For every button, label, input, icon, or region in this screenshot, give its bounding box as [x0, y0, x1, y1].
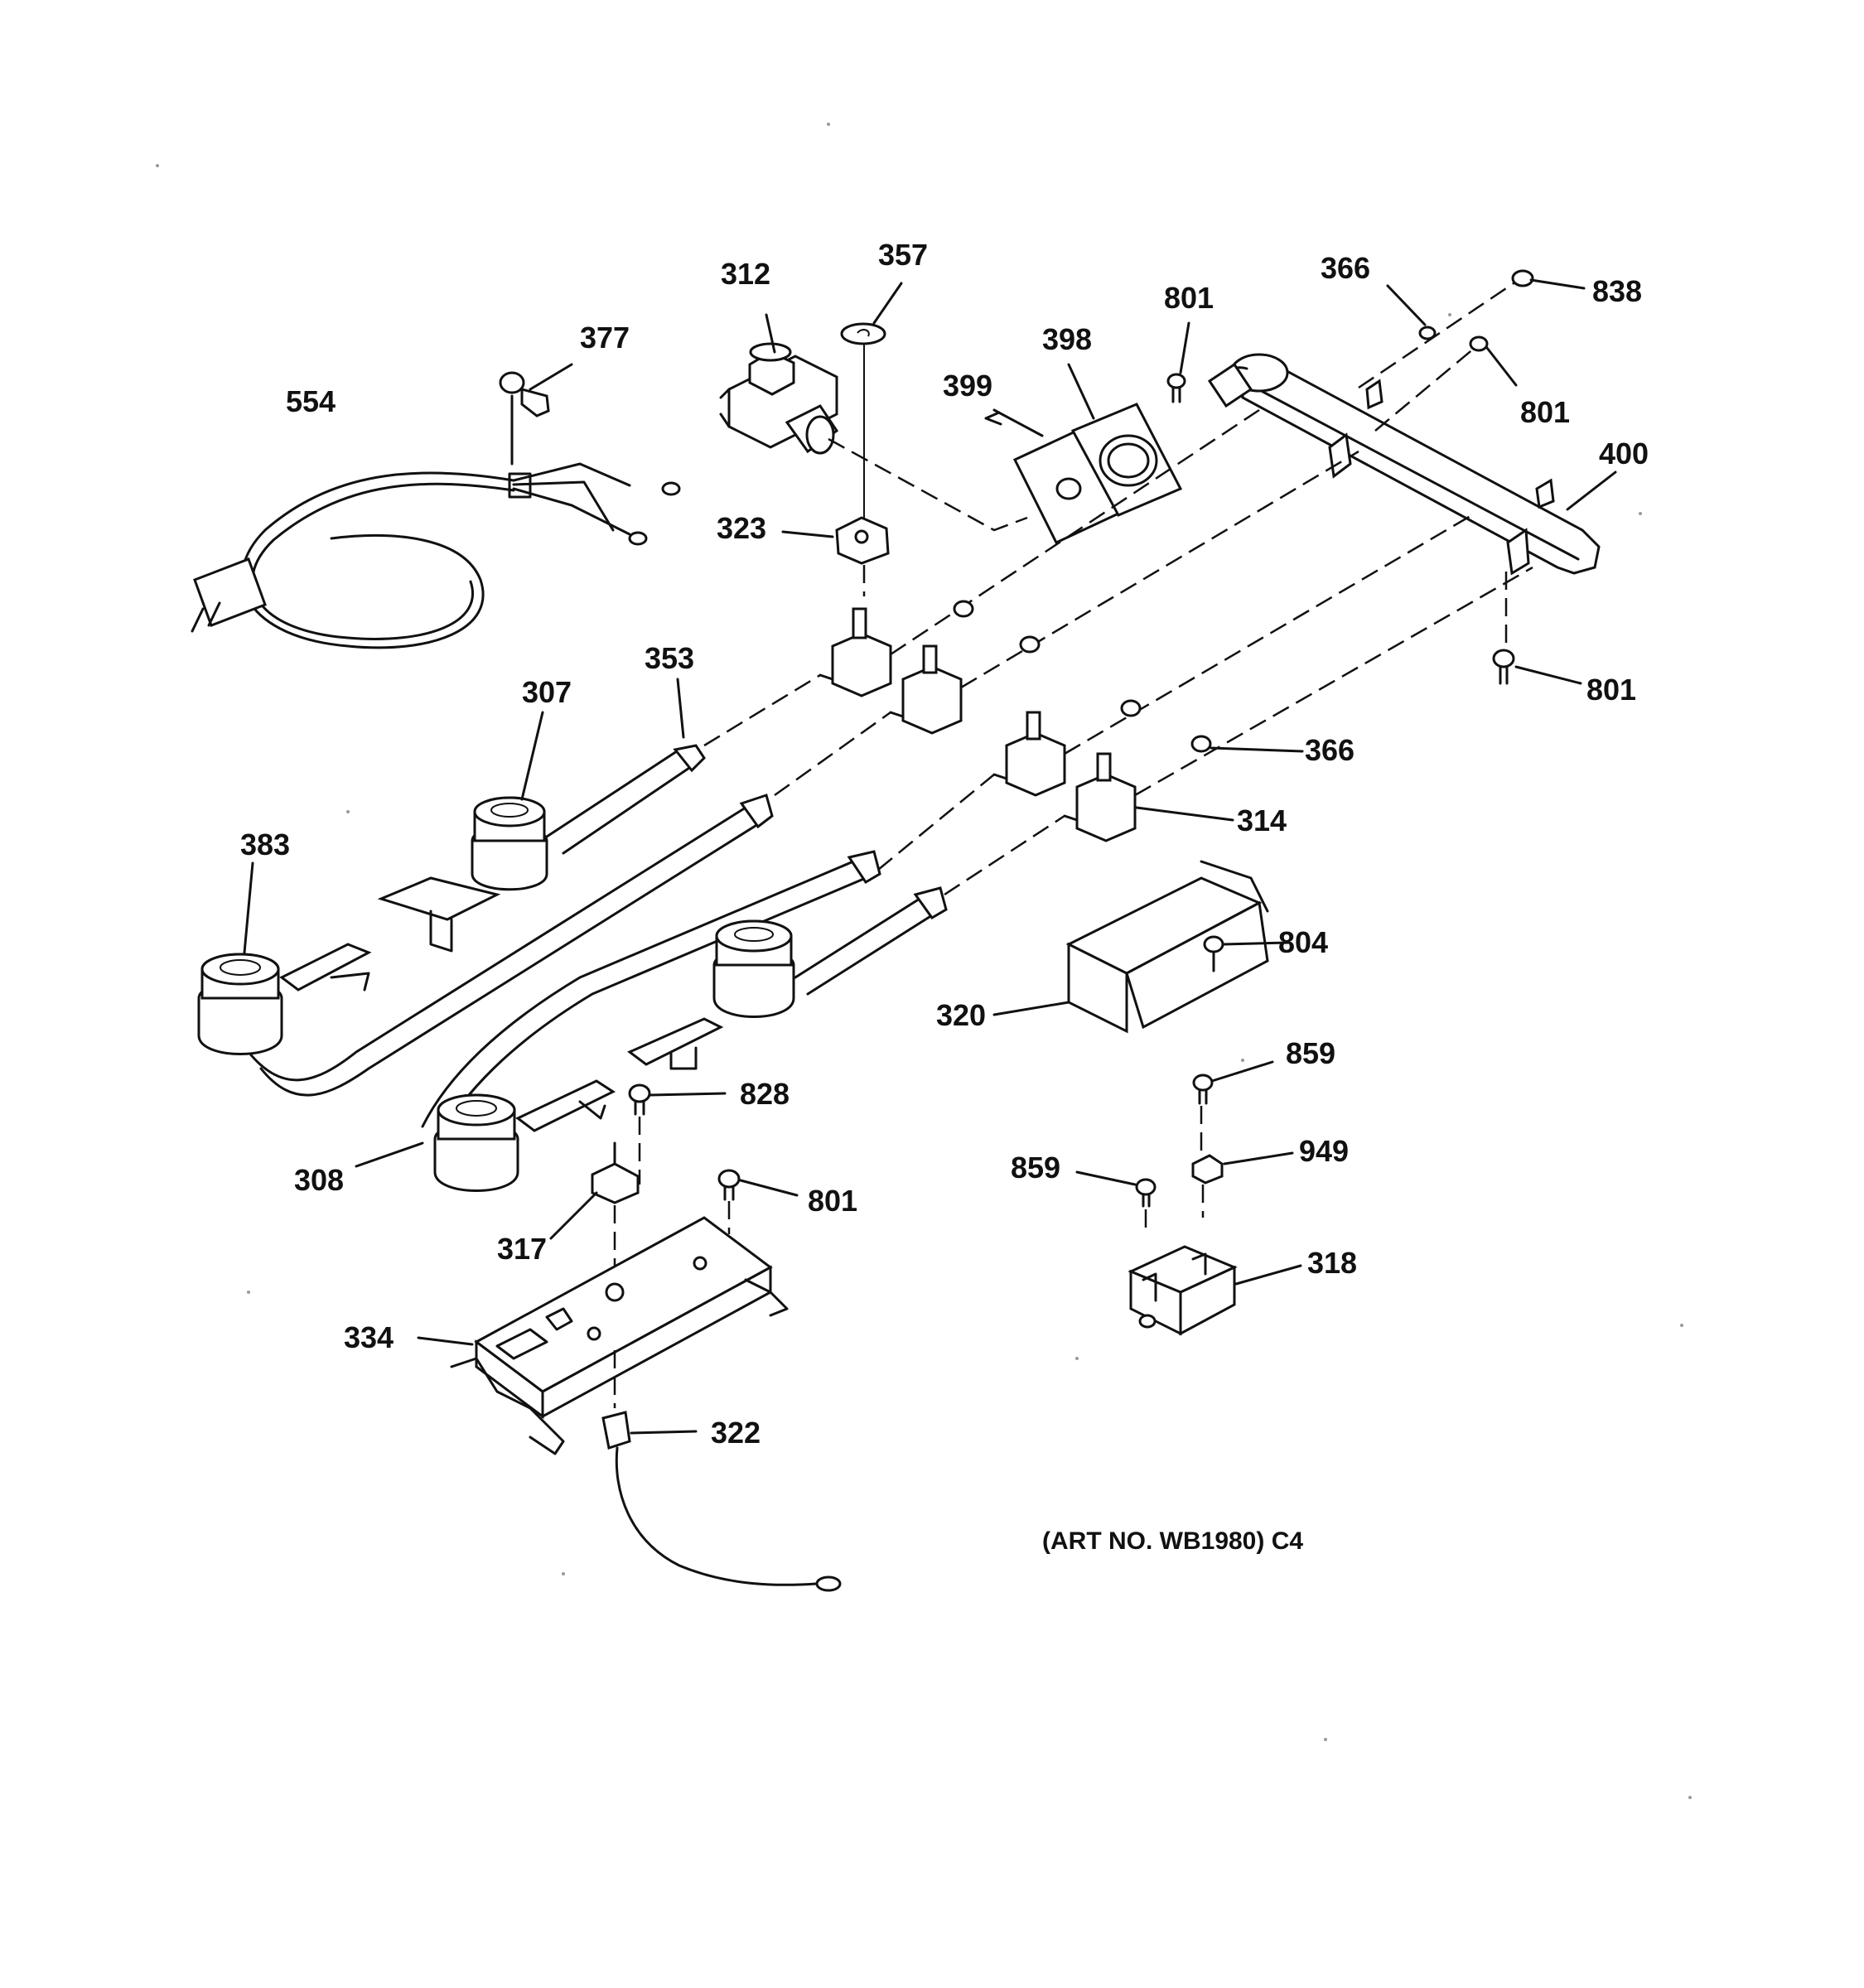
burner-front-right: [627, 919, 795, 1070]
background-speckles: [156, 123, 1692, 1799]
label-801-bottom: 801: [808, 1184, 857, 1218]
orifice-disc-357: [840, 282, 903, 520]
burner-383: [197, 861, 372, 1055]
assembly-line-801-right: [1374, 347, 1475, 432]
gas-valve-3: [992, 711, 1066, 797]
label-312: 312: [721, 257, 770, 291]
label-859-left: 859: [1011, 1151, 1060, 1185]
label-801-top: 801: [1164, 281, 1214, 315]
label-801-right: 801: [1520, 395, 1570, 429]
label-383: 383: [240, 828, 290, 861]
pressure-regulator-312: [719, 313, 839, 455]
screw-859-left: [1075, 1170, 1157, 1234]
gas-valve-1: [819, 607, 892, 697]
label-308: 308: [294, 1163, 344, 1197]
label-353: 353: [645, 641, 694, 675]
label-801-lower: 801: [1586, 673, 1636, 707]
label-554: 554: [286, 384, 336, 418]
screw-801-lower: [1492, 572, 1582, 685]
label-317: 317: [497, 1232, 547, 1266]
manifold-pipe-400: [1207, 353, 1617, 576]
label-859-top: 859: [1286, 1036, 1335, 1070]
label-318: 318: [1307, 1246, 1357, 1280]
label-949: 949: [1299, 1134, 1349, 1168]
label-828: 828: [740, 1077, 790, 1111]
screw-828: [628, 1083, 727, 1185]
label-838: 838: [1592, 274, 1642, 308]
label-307: 307: [522, 675, 572, 709]
burner-308: [355, 1079, 616, 1192]
burner-tube-front: [794, 886, 948, 996]
label-314: 314: [1237, 803, 1287, 837]
burner-307: [377, 711, 548, 953]
bracket-323: [781, 516, 890, 596]
label-320: 320: [936, 998, 986, 1032]
screw-859-top: [1192, 1060, 1274, 1160]
screw-801-right: [1469, 335, 1518, 387]
gas-valve-2: [889, 644, 963, 735]
label-322: 322: [711, 1416, 761, 1450]
power-cord-554: [191, 462, 681, 649]
label-400: 400: [1599, 437, 1649, 470]
screw-801-bottom: [717, 1169, 799, 1234]
burner-tube-353: [545, 678, 706, 855]
valve-connection-lines: [890, 408, 1533, 797]
gas-valve-314: [1063, 752, 1234, 842]
label-804: 804: [1278, 925, 1328, 959]
clip-949: [1191, 1151, 1294, 1218]
screw-801-top: [1166, 321, 1190, 403]
screw-838: [1511, 269, 1586, 290]
label-399: 399: [943, 369, 992, 403]
gasket-398: [1067, 363, 1183, 517]
label-366-mid: 366: [1305, 733, 1355, 767]
label-334: 334: [344, 1320, 394, 1354]
label-357: 357: [878, 238, 928, 272]
label-366-top: 366: [1321, 251, 1370, 285]
burner-tube-383-long: [247, 794, 774, 1097]
tube-to-valve-lines: [703, 673, 1065, 896]
wire-clamp-377: [499, 363, 573, 466]
label-377: 377: [580, 321, 630, 355]
assembly-line-838: [1358, 280, 1517, 389]
spark-module-318: [1128, 1245, 1302, 1336]
label-398: 398: [1042, 322, 1092, 356]
bracket-317: [549, 1141, 640, 1267]
igniter-bracket-334: [417, 1216, 789, 1455]
washer-366-top: [1386, 284, 1437, 340]
igniter-wire-322: [601, 1411, 842, 1592]
label-323: 323: [717, 511, 766, 545]
cover-320: [992, 860, 1290, 1034]
mounting-plate-399: [984, 408, 1121, 544]
assembly-line-regulator: [828, 437, 1028, 532]
callout-labels: 312 357 377 554 399 398 801 366 838 801 …: [240, 238, 1649, 1555]
art-number-caption: (ART NO. WB1980) C4: [1042, 1527, 1303, 1555]
